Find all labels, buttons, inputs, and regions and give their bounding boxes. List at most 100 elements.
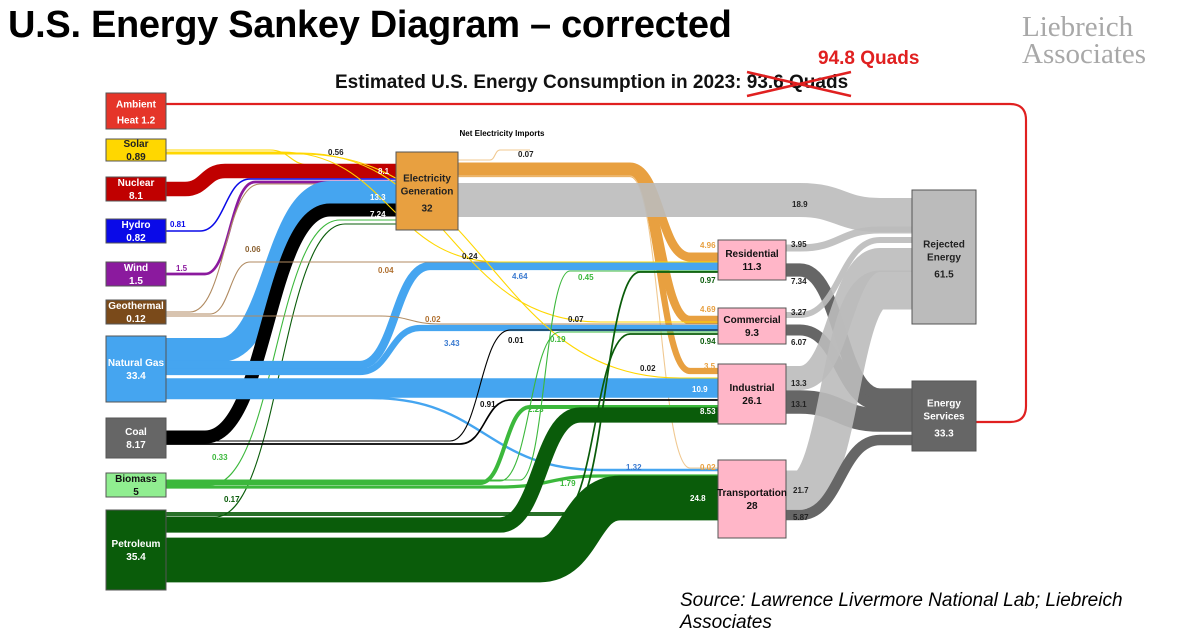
flow-biomass-to-residential — [166, 270, 718, 481]
flow-petroleum-to-industrial — [166, 407, 718, 533]
flow-label-transportation-to-services: 5.87 — [793, 513, 809, 522]
subtitle-prefix: Estimated U.S. Energy Consumption in 202… — [335, 72, 747, 93]
flow-label-biomass-to-transportation: 1.79 — [560, 479, 576, 488]
node-residential: Residential 11.3 — [717, 239, 787, 281]
flow-label-industrial-to-rejected: 13.3 — [791, 379, 807, 388]
node-value: 28 — [746, 501, 758, 512]
flow-solar-to-industrial — [166, 153, 718, 379]
node-value: 8.17 — [126, 440, 146, 451]
flow-label-coal-to-elec: 7.24 — [370, 210, 386, 219]
flow-label-hydro-to-elec: 0.81 — [170, 220, 186, 229]
flow-label-petroleum-to-elec: 0.17 — [224, 495, 240, 504]
flow-hydro-to-elec — [166, 178, 396, 232]
node-transportation: Transportation 28 — [717, 459, 787, 539]
flow-label-residential-to-rejected: 3.95 — [791, 240, 807, 249]
strike-cross-icon — [746, 70, 852, 98]
liebreich-logo: Liebreich Associates — [1022, 11, 1147, 70]
flow-petroleum-to-transportation — [166, 475, 718, 583]
flow-residential-to-rejected — [786, 226, 912, 252]
old-total: 93.6 Quads — [746, 70, 852, 98]
node-label: Geothermal — [108, 301, 164, 312]
flow-label-natgas-to-residential: 4.64 — [512, 272, 528, 281]
node-value: 33.3 — [934, 428, 954, 439]
node-value: 8.1 — [129, 191, 143, 202]
node-value: 32 — [421, 203, 433, 214]
flow-nuclear-to-elec — [166, 163, 396, 197]
node-value: 11.3 — [743, 262, 762, 273]
imports-label: Net Electricity Imports — [460, 129, 545, 138]
node-value: Heat 1.2 — [117, 115, 156, 126]
flow-natgas-to-residential — [166, 261, 718, 370]
node-value: 33.4 — [126, 371, 146, 382]
flow-ambient-to-services — [166, 102, 1028, 424]
flow-transportation-to-services — [786, 434, 912, 521]
flow-biomass-to-industrial — [166, 404, 718, 486]
node-label: Transportation — [717, 488, 787, 499]
flow-label-coal-to-commercial: 0.01 — [508, 336, 524, 345]
flow-label-geothermal-to-residential: 0.04 — [378, 266, 394, 275]
flow-label-petroleum-to-residential: 0.97 — [700, 276, 716, 285]
flow-label-elec-to-industrial: 3.5 — [704, 362, 716, 371]
flow-label-natgas-to-elec: 13.3 — [370, 193, 386, 202]
node-label: Industrial — [729, 383, 774, 394]
node-label: Rejected — [923, 239, 965, 250]
node-value: 61.5 — [934, 269, 954, 280]
node-label: Electricity — [403, 173, 451, 184]
flow-biomass-to-transportation — [166, 474, 718, 489]
flow-label-commercial-to-rejected: 3.27 — [791, 308, 807, 317]
flow-label-elec-to-residential: 4.96 — [700, 241, 716, 250]
node-value: 1.5 — [129, 276, 143, 287]
node-solar: Solar 0.89 — [105, 138, 167, 163]
flow-label-transportation-to-rejected: 21.7 — [793, 486, 809, 495]
node-label: Solar — [123, 139, 148, 150]
node-label: Wind — [124, 263, 148, 274]
node-label: Energy — [927, 252, 961, 263]
flow-label-solar-to-residential: 0.24 — [462, 252, 478, 261]
flow-natgas-to-elec — [166, 181, 396, 362]
flow-coal-to-industrial — [166, 399, 718, 445]
flow-label-elec-to-rejected: 18.9 — [792, 200, 808, 209]
flow-solar-to-residential — [166, 151, 718, 263]
flow-label-natgas-to-commercial: 3.43 — [444, 339, 460, 348]
node-label: Commercial — [723, 315, 780, 326]
flow-label-elec-to-transportation: 0.02 — [700, 463, 716, 472]
flow-label-geothermal-to-commercial: 0.02 — [425, 315, 441, 324]
flow-biomass-to-elec — [166, 219, 396, 486]
flow-wind-to-elec — [166, 180, 396, 276]
flow-label-petroleum-to-transportation: 24.8 — [690, 494, 706, 503]
flow-coal-to-commercial — [166, 329, 718, 442]
node-label: Energy — [927, 398, 961, 409]
node-label: Natural Gas — [108, 358, 165, 369]
node-value: 0.89 — [126, 152, 146, 163]
flow-label-biomass-to-commercial: 0.19 — [550, 335, 566, 344]
diagram-subtitle: Estimated U.S. Energy Consumption in 202… — [335, 70, 852, 98]
node-label: Generation — [401, 186, 454, 197]
flow-label-nuclear-to-elec: 8.1 — [378, 167, 390, 176]
flow-label-coal-to-industrial: 0.91 — [480, 400, 496, 409]
flow-label-elec-to-commercial: 4.69 — [700, 305, 716, 314]
node-value: 9.3 — [745, 328, 759, 339]
node-natgas: Natural Gas 33.4 — [105, 335, 167, 403]
node-label: Residential — [725, 249, 779, 260]
flow-label-solar-to-commercial: 0.07 — [568, 315, 584, 324]
flow-commercial-to-rejected — [786, 237, 912, 318]
node-commercial: Commercial 9.3 — [717, 307, 787, 345]
flow-label-imports-to-elec: 0.07 — [518, 150, 534, 159]
node-value: 35.4 — [126, 552, 146, 563]
node-label: Coal — [125, 427, 147, 438]
flow-label-natgas-to-transportation: 1.32 — [626, 463, 642, 472]
flow-label-biomass-to-residential: 0.45 — [578, 273, 594, 282]
node-label: Ambient — [116, 99, 157, 110]
flow-coal-to-elec — [166, 203, 396, 444]
node-value: 5 — [133, 487, 139, 498]
sankey-diagram: 0.568.10.811.50.0613.37.240.330.174.964.… — [105, 92, 1028, 591]
flow-label-natgas-to-industrial: 10.9 — [692, 385, 708, 394]
